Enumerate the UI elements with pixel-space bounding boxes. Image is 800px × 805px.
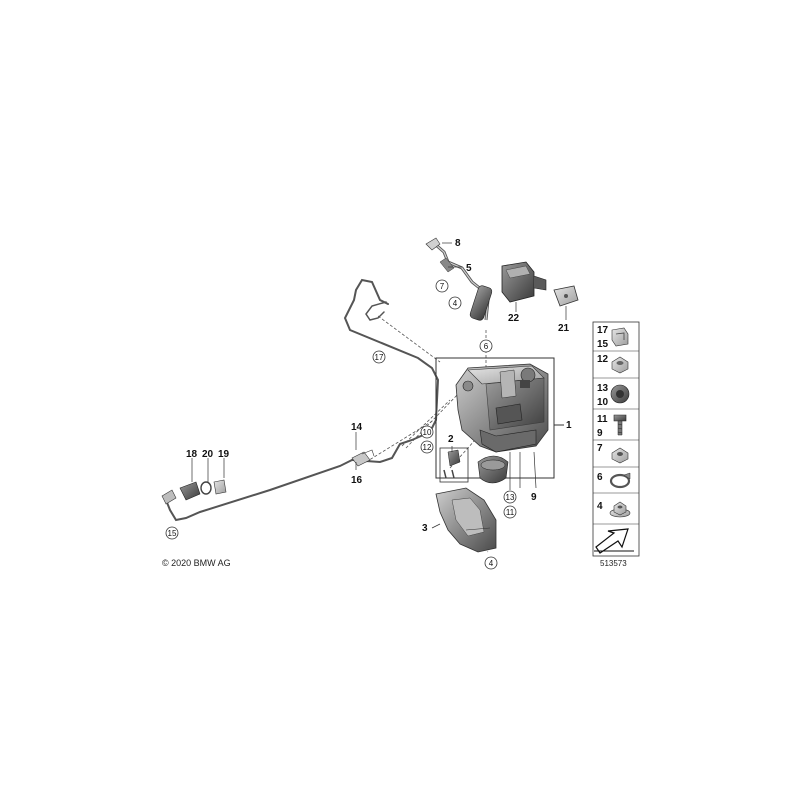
legend-12: 12 xyxy=(597,354,609,365)
hose-line-5 xyxy=(425,237,493,321)
legend-17: 17 xyxy=(597,325,609,336)
svg-text:4: 4 xyxy=(453,299,458,308)
circle-15 xyxy=(165,526,179,540)
circle-11 xyxy=(503,505,517,519)
label-2: 2 xyxy=(448,434,454,445)
svg-text:4: 4 xyxy=(489,559,494,568)
circle-10 xyxy=(420,425,434,439)
label-5: 5 xyxy=(466,263,472,274)
clip-icon xyxy=(611,327,629,347)
circle-6 xyxy=(479,339,493,353)
svg-text:13: 13 xyxy=(506,493,515,502)
heater-parts xyxy=(439,447,509,484)
copyright: © 2020 BMW AG xyxy=(162,558,231,568)
svg-text:11: 11 xyxy=(506,508,515,517)
svg-text:17: 17 xyxy=(375,353,384,362)
legend-9: 9 xyxy=(597,428,603,439)
legend-7: 7 xyxy=(597,443,603,454)
plain-labels: 8 5 1 2 3 9 14 16 18 20 19 21 22 xyxy=(186,238,572,534)
legend-11: 11 xyxy=(597,414,608,425)
label-20: 20 xyxy=(202,449,214,460)
clip-16 xyxy=(351,449,375,467)
label-14: 14 xyxy=(351,422,363,433)
collar-nut-icon xyxy=(611,447,629,464)
hardware-legend: 17 15 12 13 10 11 9 7 6 4 xyxy=(592,321,640,557)
svg-text:6: 6 xyxy=(484,342,489,351)
circle-17 xyxy=(372,350,386,364)
svg-text:7: 7 xyxy=(440,282,445,291)
circle-13 xyxy=(503,490,517,504)
legend-10: 10 xyxy=(597,397,609,408)
filter-parts xyxy=(161,479,227,505)
bracket-21 xyxy=(553,285,579,307)
label-1: 1 xyxy=(566,420,572,431)
circle-4-bottom xyxy=(484,556,498,570)
legend-6: 6 xyxy=(597,472,603,483)
circled-text: 7 4 6 17 10 12 13 11 15 4 xyxy=(168,282,515,568)
label-22: 22 xyxy=(508,313,520,324)
legend-13: 13 xyxy=(597,383,609,394)
grommet-icon xyxy=(610,384,630,404)
label-8: 8 xyxy=(455,238,461,249)
label-16: 16 xyxy=(351,475,363,486)
legend-15: 15 xyxy=(597,339,609,350)
circle-12 xyxy=(420,440,434,454)
label-18: 18 xyxy=(186,449,198,460)
legend-4: 4 xyxy=(597,501,603,512)
direction-arrow-icon xyxy=(594,528,634,554)
drawing-id: 513573 xyxy=(600,559,627,568)
label-21: 21 xyxy=(558,323,570,334)
flange-nut-icon xyxy=(609,501,631,518)
circle-4-top xyxy=(448,296,462,310)
control-unit-22 xyxy=(501,261,547,303)
shield-3 xyxy=(435,487,497,553)
tank-module xyxy=(455,363,549,453)
screw-icon xyxy=(613,414,627,436)
svg-text:10: 10 xyxy=(423,428,432,437)
circled-labels xyxy=(165,279,517,570)
legend-labels: 17 15 12 13 10 11 9 7 6 4 xyxy=(597,325,609,512)
assembly-frame xyxy=(435,357,564,479)
circle-7 xyxy=(435,279,449,293)
label-19: 19 xyxy=(218,449,230,460)
nut-icon xyxy=(611,356,629,374)
svg-text:12: 12 xyxy=(423,443,432,452)
hose-clamp-icon xyxy=(609,472,631,489)
svg-text:15: 15 xyxy=(168,529,177,538)
label-3: 3 xyxy=(422,523,428,534)
label-9: 9 xyxy=(531,492,537,503)
